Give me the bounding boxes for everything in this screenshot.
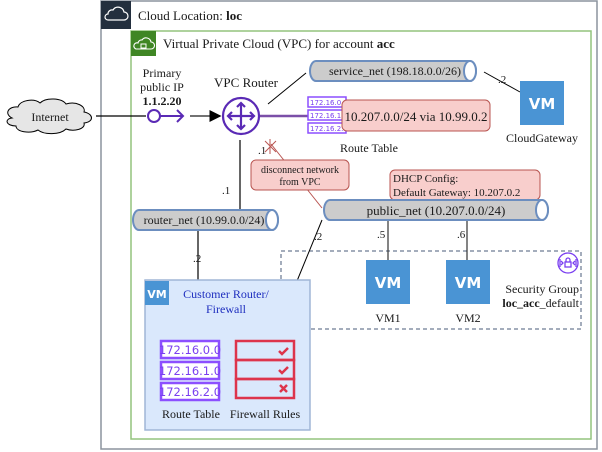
cloud-location-container: Cloud Location: loc (100, 0, 598, 450)
cloudgateway-ip-suffix: .2 (498, 74, 506, 86)
vm1: VM VM1 (366, 260, 410, 325)
customer-router-firewall: VM Customer Router/ Firewall 172.16.0.01… (144, 279, 311, 431)
public-ip-line1: Primary (143, 66, 182, 80)
check-icon (278, 366, 289, 375)
svg-text:VM: VM (529, 95, 556, 113)
vpc-router: VPC Router (214, 75, 279, 136)
customer-route-table-label: Route Table (162, 407, 220, 421)
vm-icon (520, 81, 564, 125)
svg-text:Default Gateway: 10.207.0.2: Default Gateway: 10.207.0.2 (393, 187, 520, 199)
vm-icon (145, 281, 169, 305)
vpc-label: Virtual Private Cloud (VPC) for account … (163, 36, 395, 51)
security-group-icon (557, 252, 579, 274)
cross-icon (279, 384, 288, 393)
internet-label: Internet (31, 110, 69, 124)
router-to-service-net-link (267, 72, 307, 105)
service-net-pipe: service_net (198.18.0.0/26) (309, 60, 477, 82)
firewall-rules (234, 339, 296, 400)
svg-text:172.16.0.0: 172.16.0.0 (159, 343, 221, 357)
elastic-ip-icon (147, 109, 185, 123)
cloud-location-label: Cloud Location: loc (138, 8, 242, 23)
route-note-text: 10.207.0.0/24 via 10.99.0.2 (345, 109, 488, 124)
svg-text:VM: VM (455, 274, 482, 292)
vpc-route-table-label: Route Table (340, 141, 398, 155)
route-entry: 172.16.2.0 (159, 381, 221, 402)
vm1-label: VM1 (375, 311, 400, 325)
vm-icon (366, 260, 410, 304)
customer-router-title-line1: Customer Router/ (183, 287, 269, 301)
security-group-label: Security Group (505, 282, 579, 296)
vm2-label: VM2 (455, 311, 480, 325)
router-net-ip-suffix: .1 (222, 185, 230, 197)
vpc-container: Virtual Private Cloud (VPC) for account … (130, 30, 592, 440)
cloud-lock-icon (133, 37, 156, 50)
router-net-label: router_net (10.99.0.0/24) (144, 213, 265, 227)
service-net-to-cloudgateway-link (483, 71, 521, 93)
svg-text:172.16.0.0: 172.16.0.0 (310, 99, 348, 107)
router-icon (221, 96, 261, 136)
check-icon (278, 347, 289, 356)
svg-text:172.16.2.0: 172.16.2.0 (159, 385, 221, 399)
cloudgateway-vm: VM CloudGateway (506, 81, 578, 145)
public-ip-line2: public IP (140, 80, 184, 94)
public-net-pipe: public_net (10.207.0.0/24) (323, 199, 549, 221)
svg-text:VM: VM (375, 274, 402, 292)
svg-text:disconnect network: disconnect network (261, 165, 339, 176)
route-entry: 172.16.0.0 (159, 339, 221, 360)
public-ip: Primary public IP 1.1.2.20 (140, 66, 185, 123)
dhcp-note: DHCP Config: Default Gateway: 10.207.0.2 (389, 169, 541, 201)
public-net-label: public_net (10.207.0.0/24) (367, 203, 506, 218)
security-group-name: loc_acc_default (502, 296, 579, 310)
router-net-pipe: router_net (10.99.0.0/24) (132, 209, 279, 231)
vpc-router-label: VPC Router (214, 75, 279, 90)
route-note: 10.207.0.0/24 via 10.99.0.2 (341, 99, 491, 132)
svg-text:172.16.1.0: 172.16.1.0 (159, 364, 221, 378)
vm-icon (446, 260, 490, 304)
customer-route-table: 172.16.0.0 172.16.1.0 172.16.2.0 (159, 339, 221, 402)
public-net-to-customer-link (296, 219, 323, 282)
router-public-ip-suffix: .1 (258, 145, 266, 157)
disconnect-x-icon (264, 139, 277, 154)
route-entry: 172.16.1.0 (159, 360, 221, 381)
disconnect-note: disconnect network from VPC (250, 159, 350, 191)
customer-public-net-ip-suffix: .2 (314, 231, 322, 243)
service-net-label: service_net (198.18.0.0/26) (329, 64, 461, 78)
firewall-rule-deny (234, 377, 296, 400)
vm2-ip-suffix: .6 (457, 229, 466, 241)
svg-text:VM: VM (147, 288, 166, 301)
internet-cloud: Internet (6, 98, 92, 135)
svg-text:172.16.2.0: 172.16.2.0 (310, 125, 348, 133)
firewall-rules-label: Firewall Rules (230, 407, 301, 421)
customer-router-net-ip-suffix: .2 (193, 253, 201, 265)
svg-text:from VPC: from VPC (279, 177, 321, 188)
vm2: VM VM2 (446, 260, 490, 325)
vm1-ip-suffix: .5 (377, 229, 386, 241)
customer-router-title-line2: Firewall (206, 302, 247, 316)
svg-text:172.16.1.0: 172.16.1.0 (310, 112, 348, 120)
cloud-icon (104, 6, 129, 21)
cloudgateway-label: CloudGateway (506, 131, 578, 145)
svg-text:DHCP Config:: DHCP Config: (393, 173, 458, 185)
public-ip-value: 1.1.2.20 (143, 94, 182, 108)
